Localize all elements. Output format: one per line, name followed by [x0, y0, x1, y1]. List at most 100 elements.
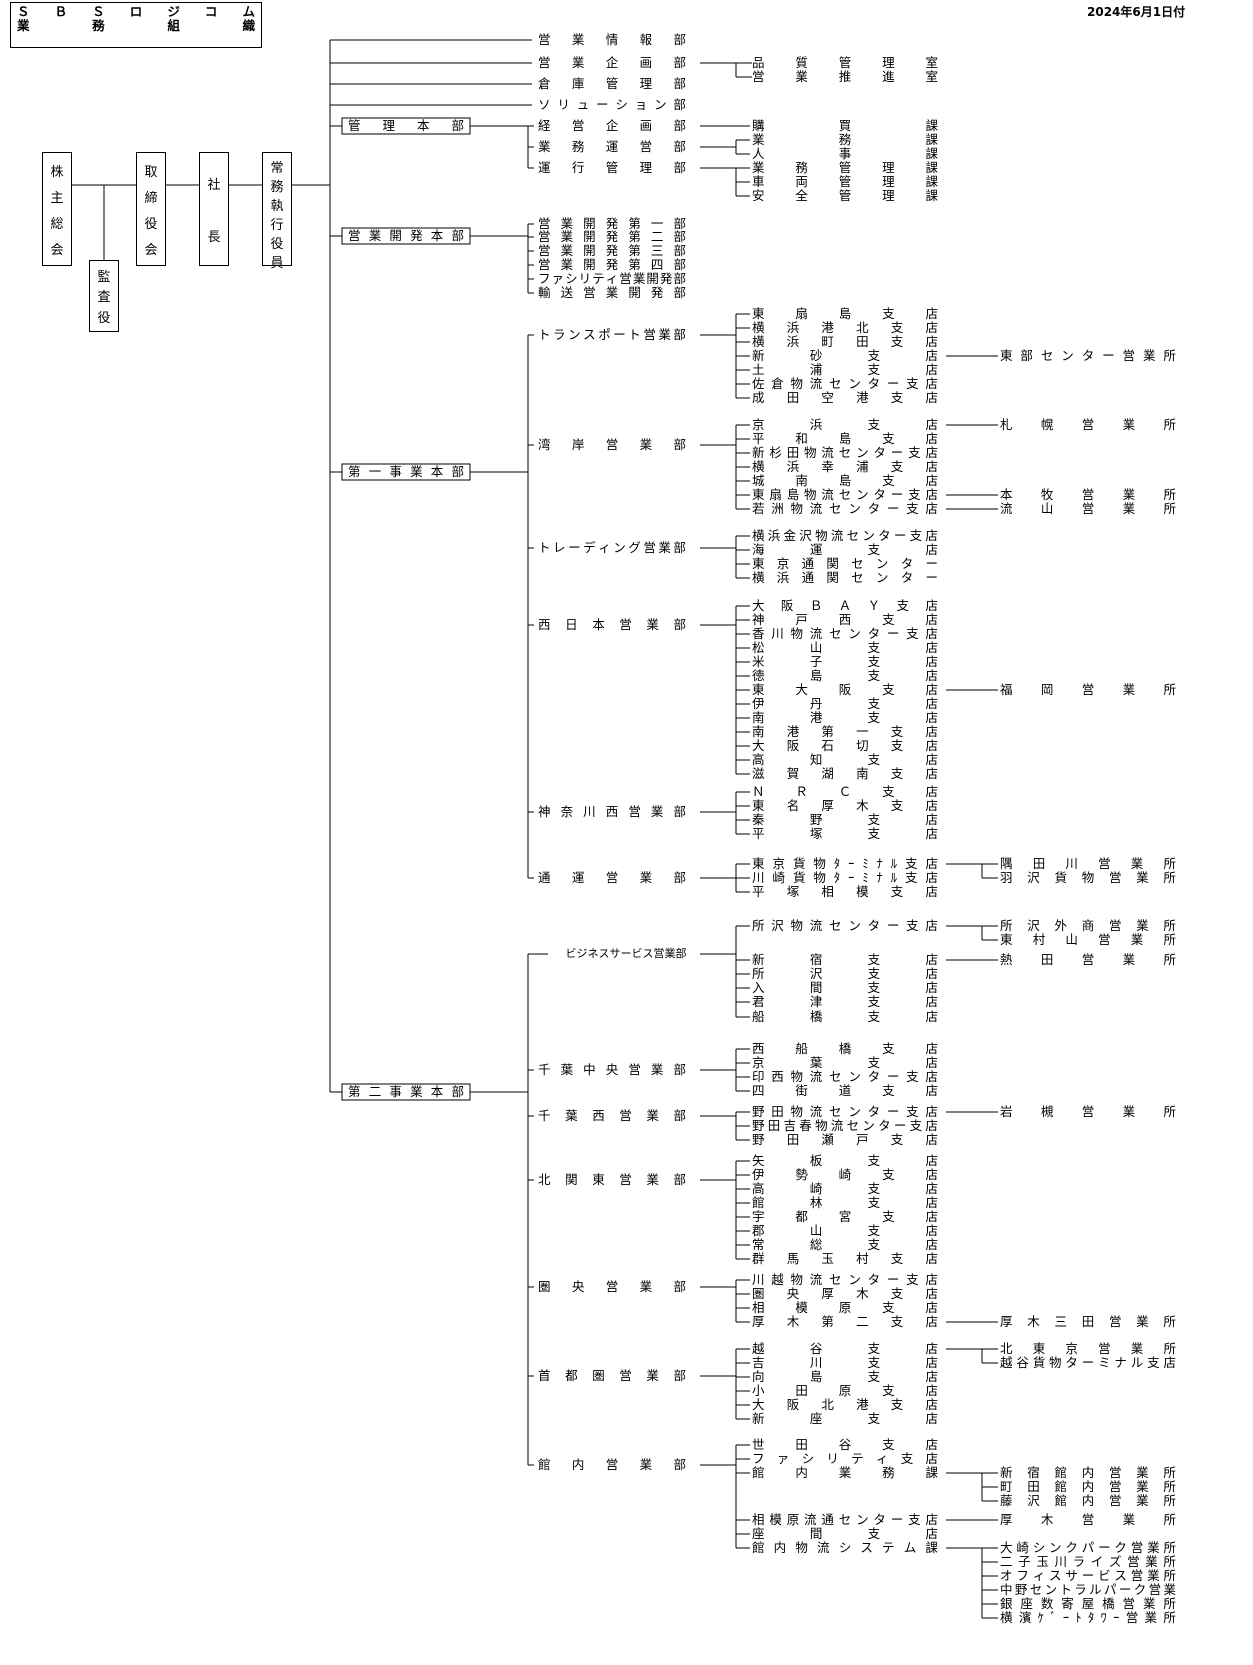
level4-node: 二子玉川ライズ営業所	[1000, 1554, 1176, 1569]
level3-node: 群馬玉村支店	[752, 1251, 938, 1266]
level1-node: 第二事業本部	[348, 1084, 464, 1099]
level2-node: 営業推進室	[752, 69, 938, 84]
level3-node: 矢板支店	[752, 1153, 938, 1168]
level1-node: 管理本部	[348, 118, 464, 133]
level3-node: 若洲物流センター支店	[752, 501, 938, 516]
level3-node: 館内業務課	[752, 1465, 938, 1480]
level2-node: 品質管理室	[752, 55, 938, 70]
level3-node: 滋賀湖南支店	[752, 766, 938, 781]
level3-node: 大阪北港支店	[752, 1397, 938, 1412]
level3-node: 野田物流センター支店	[752, 1104, 938, 1119]
level4-node: 越谷貨物ターミナル支店	[1000, 1355, 1176, 1370]
level3-node: 館内物流システム課	[752, 1540, 938, 1555]
level4-node: 隅田川営業所	[1000, 856, 1176, 871]
level3-node: 横浜町田支店	[752, 334, 938, 349]
level3-node: 京浜支店	[752, 417, 938, 432]
level4-node: 中野セントラルパーク営業	[1000, 1582, 1176, 1597]
level3-node: 川越物流センター支店	[752, 1272, 938, 1287]
level3-node: 新座支店	[752, 1411, 938, 1426]
level3-node: 香川物流センター支店	[752, 626, 938, 641]
level3-node: 安全管理課	[752, 188, 938, 203]
level3-node: 秦野支店	[752, 812, 938, 827]
level3-node: 越谷支店	[752, 1341, 938, 1356]
level2-node: 北関東営業部	[538, 1172, 686, 1187]
level3-node: 野田瀬戸支店	[752, 1132, 938, 1147]
level2-node: 営業開発第三部	[538, 243, 686, 258]
level3-node: 新杉田物流センター支店	[752, 445, 938, 460]
level1-node: 営業情報部	[538, 32, 686, 47]
level4-node: 銀座数寄屋橋営業所	[1000, 1596, 1176, 1611]
level3-node: 業務課	[752, 132, 938, 147]
level2-node: 西日本営業部	[538, 617, 686, 632]
level3-node: 人事課	[752, 146, 938, 161]
level4-node: 東部センター営業所	[1000, 348, 1176, 363]
level3-node: 君津支店	[752, 994, 938, 1009]
level3-node: 圏央厚木支店	[752, 1286, 938, 1301]
level3-node: 高知支店	[752, 752, 938, 767]
level3-node: 相模原流通センター支店	[752, 1512, 938, 1527]
level3-node: 徳島支店	[752, 668, 938, 683]
level4-node: 厚木営業所	[1000, 1512, 1176, 1527]
level3-node: 郡山支店	[752, 1223, 938, 1238]
level3-node: 座間支店	[752, 1526, 938, 1541]
level3-node: 新砂支店	[752, 348, 938, 363]
level2-node: 通運営業部	[538, 870, 686, 885]
level2-node: トレーディング営業部	[538, 540, 686, 555]
level3-node: 所沢支店	[752, 966, 938, 981]
level4-node: 藤沢館内営業所	[1000, 1493, 1176, 1508]
level3-node: 横浜幸浦支店	[752, 459, 938, 474]
level4-node: 岩槻営業所	[1000, 1104, 1176, 1119]
level4-node: 北東京営業所	[1000, 1341, 1176, 1356]
level3-node: 土浦支店	[752, 362, 938, 377]
level3-node: 相模原支店	[752, 1300, 938, 1315]
level3-node: ファシリティ支店	[752, 1451, 938, 1466]
level3-node: 高崎支店	[752, 1181, 938, 1196]
level2-node: 経営企画部	[538, 118, 686, 133]
level1-node: 営業開発本部	[348, 228, 464, 243]
level4-node: 福岡営業所	[1000, 682, 1176, 697]
level4-node: 所沢外商営業所	[1000, 918, 1176, 933]
level3-node: 東大阪支店	[752, 682, 938, 697]
level4-node: 厚木三田営業所	[1000, 1314, 1176, 1329]
level3-node: 横浜金沢物流センター支店	[752, 528, 938, 543]
level3-node: 城南島支店	[752, 473, 938, 488]
level4-node: 東村山営業所	[1000, 932, 1176, 947]
level2-node: 輸送営業開発部	[538, 285, 686, 300]
level2-node: 神奈川西営業部	[538, 804, 686, 819]
level4-node: 羽沢貨物営業所	[1000, 870, 1176, 885]
level3-node: 南港第一支店	[752, 724, 938, 739]
level3-node: 佐倉物流センター支店	[752, 376, 938, 391]
level3-node: 吉川支店	[752, 1355, 938, 1370]
level3-node: 常総支店	[752, 1237, 938, 1252]
executive-box: 常務執行役員	[262, 152, 292, 271]
title-line-2: 業務組織	[17, 18, 255, 33]
level3-node: 東名厚木支店	[752, 798, 938, 813]
level4-node: 本牧営業所	[1000, 487, 1176, 502]
level2-node: 業務運営部	[538, 139, 686, 154]
level4-node: 熱田営業所	[1000, 952, 1176, 967]
level3-node: 東京通関センター	[752, 556, 938, 571]
level4-node: 流山営業所	[1000, 501, 1176, 516]
level3-node: 川崎貨物ﾀｰﾐﾅﾙ支店	[752, 870, 938, 885]
level3-node: 館林支店	[752, 1195, 938, 1210]
level3-node: 平塚支店	[752, 826, 938, 841]
level3-node: 世田谷支店	[752, 1437, 938, 1452]
level3-node: 入間支店	[752, 980, 938, 995]
level4-node: オフィスサービス営業所	[1000, 1568, 1176, 1583]
level3-node: 小田原支店	[752, 1383, 938, 1398]
level2-node: 営業開発第二部	[538, 229, 686, 244]
level2-node: 運行管理部	[538, 160, 686, 175]
level2-node: 圏央営業部	[538, 1279, 686, 1294]
level3-node: 野田吉春物流センター支店	[752, 1118, 938, 1133]
level2-node: 首都圏営業部	[538, 1368, 686, 1383]
level3-node: 成田空港支店	[752, 390, 938, 405]
board-box: 取締役会	[136, 152, 166, 266]
level2-node: 営業開発第一部	[538, 216, 686, 231]
level3-node: 車両管理課	[752, 174, 938, 189]
date-label: 2024年6月1日付	[1087, 5, 1186, 19]
level2-node: 千葉中央営業部	[538, 1062, 686, 1077]
